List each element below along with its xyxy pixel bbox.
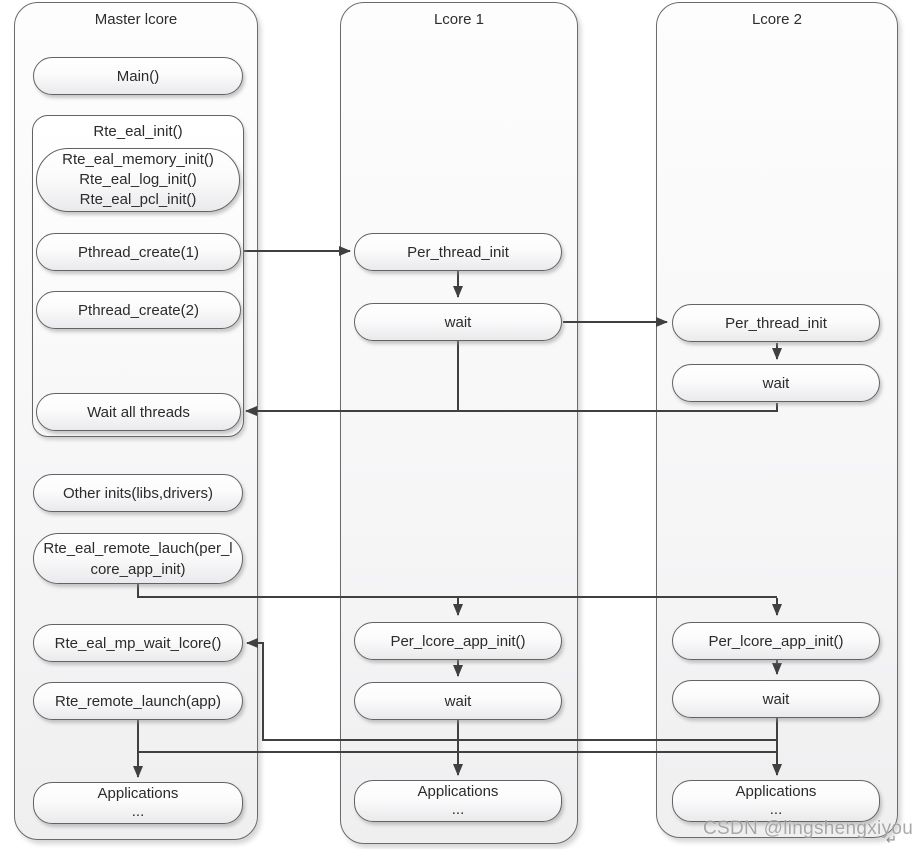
node-other-inits: Other inits(libs,drivers) [33, 474, 243, 512]
node-rte-eal-remote-lauch-line1: Rte_eal_remote_lauch(per_l [43, 539, 233, 557]
node-pthread-create-1-label: Pthread_create(1) [78, 243, 199, 261]
node-pthread-create-2: Pthread_create(2) [36, 291, 241, 329]
node-lcore2-wait-bottom: wait [672, 680, 880, 718]
node-master-applications: Applications ... [33, 782, 243, 824]
node-lcore2-per-thread-init-label: Per_thread_init [725, 314, 827, 332]
node-eal-pcl-init-label: Rte_eal_pcl_init() [79, 191, 197, 208]
arrow-waits-to-mp-wait-lcore [246, 638, 777, 741]
node-lcore1-applications-ellipsis: ... [451, 801, 465, 818]
node-rte-remote-launch-app: Rte_remote_launch(app) [33, 682, 243, 720]
column-title-master: Master lcore [94, 11, 178, 28]
node-lcore2-wait-bottom-label: wait [762, 690, 790, 708]
csdn-watermark: CSDN @lingshengxiyou [703, 818, 914, 839]
node-lcore1-wait-bottom: wait [354, 682, 562, 720]
node-lcore1-per-thread-init-label: Per_thread_init [407, 243, 509, 261]
node-lcore2-wait-top-label: wait [762, 374, 790, 392]
node-rte-eal-mp-wait-lcore: Rte_eal_mp_wait_lcore() [33, 624, 243, 662]
node-rte-eal-mp-wait-lcore-label: Rte_eal_mp_wait_lcore() [54, 634, 222, 652]
node-rte-eal-init-label: Rte_eal_init() [93, 123, 183, 140]
node-master-applications-ellipsis: ... [131, 803, 145, 820]
node-main-label: Main() [116, 67, 160, 85]
node-lcore1-per-lcore-app-init: Per_lcore_app_init() [354, 622, 562, 660]
node-rte-eal-remote-lauch: Rte_eal_remote_lauch(per_l core_app_init… [33, 533, 243, 584]
node-rte-eal-remote-lauch-line2: core_app_init) [90, 560, 186, 578]
node-lcore2-per-lcore-app-init-label: Per_lcore_app_init() [708, 632, 844, 650]
column-title-lcore2: Lcore 2 [751, 11, 803, 28]
node-eal-log-init-label: Rte_eal_log_init() [79, 171, 197, 188]
node-lcore1-wait-top-label: wait [444, 313, 472, 331]
node-lcore2-applications-label: Applications [735, 783, 817, 800]
node-lcore1-applications-label: Applications [417, 783, 499, 800]
return-symbol: ↵ [886, 832, 897, 847]
node-pthread-create-1: Pthread_create(1) [36, 233, 241, 271]
node-lcore1-applications: Applications ... [354, 780, 562, 822]
node-lcore1-wait-top: wait [354, 303, 562, 341]
node-lcore1-wait-bottom-label: wait [444, 692, 472, 710]
node-wait-all-threads: Wait all threads [36, 393, 241, 431]
node-lcore2-per-thread-init: Per_thread_init [672, 304, 880, 342]
column-title-lcore1: Lcore 1 [433, 11, 485, 28]
node-eal-sub-inits: Rte_eal_memory_init() Rte_eal_log_init()… [36, 148, 240, 212]
node-other-inits-label: Other inits(libs,drivers) [62, 484, 214, 502]
node-eal-memory-init-label: Rte_eal_memory_init() [62, 151, 214, 168]
node-lcore1-per-lcore-app-init-label: Per_lcore_app_init() [390, 632, 526, 650]
node-main: Main() [33, 57, 243, 95]
node-wait-all-threads-label: Wait all threads [87, 403, 190, 421]
node-lcore2-per-lcore-app-init: Per_lcore_app_init() [672, 622, 880, 660]
node-lcore2-wait-top: wait [672, 364, 880, 402]
node-rte-remote-launch-app-label: Rte_remote_launch(app) [55, 692, 221, 710]
node-lcore2-applications: Applications ... [672, 780, 880, 822]
node-master-applications-label: Applications [97, 785, 179, 802]
node-lcore1-per-thread-init: Per_thread_init [354, 233, 562, 271]
node-lcore2-applications-ellipsis: ... [769, 801, 783, 818]
line-remote-lauch-branch [137, 584, 777, 598]
node-pthread-create-2-label: Pthread_create(2) [78, 301, 199, 319]
